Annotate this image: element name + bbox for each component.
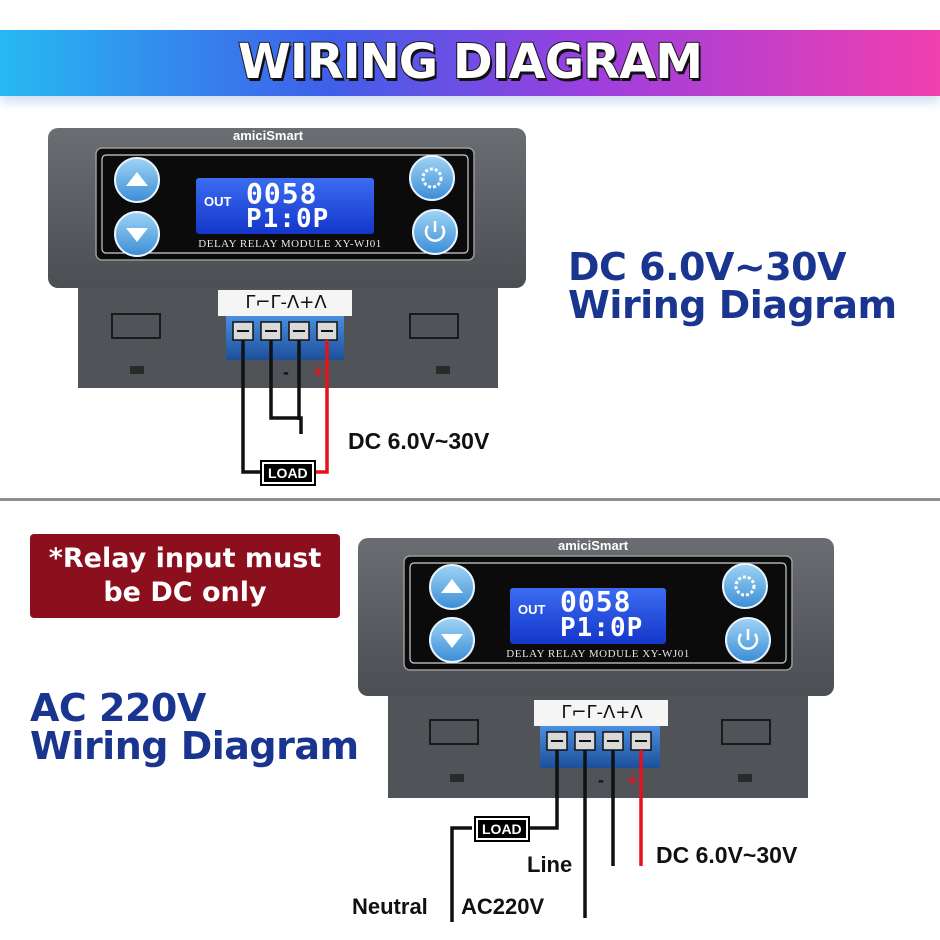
dc-wire-no [269,340,303,434]
ac-voltage-label: AC220V [461,894,545,919]
ac-wiring [450,750,643,922]
ac-plus-label: + [627,770,638,790]
dc-wiring [241,340,329,474]
dc-wire-plus [312,340,329,474]
ac-module [358,538,834,798]
page-title: WIRING DIAGRAM [237,33,704,91]
ac-heading-line1: AC 220V [30,686,206,730]
dc-heading-line2: Wiring Diagram [568,283,897,327]
dc-display-out: OUT [204,194,232,209]
dc-display-line2: P1:0P [246,204,330,234]
ac-terminal-label [534,700,668,726]
ac-brand: amiciSmart [558,538,629,553]
down-arrow-icon [441,634,463,648]
dc-module-name: DELAY RELAY MODULE XY-WJ01 [198,238,382,250]
ac-module-name: DELAY RELAY MODULE XY-WJ01 [506,648,690,660]
dc-wire-com [241,340,262,474]
relay-input-note: *Relay input must be DC only [30,534,340,618]
dc-supply-label: DC 6.0V~30V [348,428,490,454]
ac-load-label: LOAD [474,816,530,842]
dc-heading-line1: DC 6.0V~30V [568,245,847,289]
dc-load-label: LOAD [260,460,316,486]
section-divider [0,498,940,501]
ac-set-button [722,563,768,609]
up-arrow-icon [126,172,148,186]
ac-display-value: 0058 [560,585,632,618]
ac-neutral-label: Neutral [352,894,428,919]
power-icon [737,633,759,650]
dc-brand: amiciSmart [233,128,304,143]
down-arrow-icon [126,228,148,242]
ac-display-line2: P1:0P [560,613,644,643]
ac-wire-com [530,750,559,830]
dc-lcd-screen [196,178,374,234]
ac-line-label: Line [527,852,573,877]
dc-plus-label: + [313,362,324,382]
dc-minus-label: - [283,362,289,382]
gear-icon [734,575,756,597]
dc-terminal-symbols: Γ⌐ᒥ-Λ+Λ [245,292,327,313]
dc-display-value: 0058 [246,177,318,210]
ac-heading-line2: Wiring Diagram [30,724,359,768]
ac-lcd-screen [510,588,666,644]
gear-icon [421,167,443,189]
note-line1: *Relay input must [48,543,322,574]
dc-set-button [409,155,455,201]
dc-terminal-label [218,290,352,316]
note-line2: be DC only [103,577,267,608]
dc-module [48,128,526,388]
title-banner [0,30,940,96]
power-icon [424,225,446,242]
ac-supply-label: DC 6.0V~30V [656,842,798,868]
up-arrow-icon [441,579,463,593]
ac-display-out: OUT [518,602,546,617]
ac-minus-label: - [598,770,604,790]
ac-wire-neutral [450,826,472,922]
ac-terminal-symbols: Γ⌐ᒥ-Λ+Λ [561,702,643,723]
